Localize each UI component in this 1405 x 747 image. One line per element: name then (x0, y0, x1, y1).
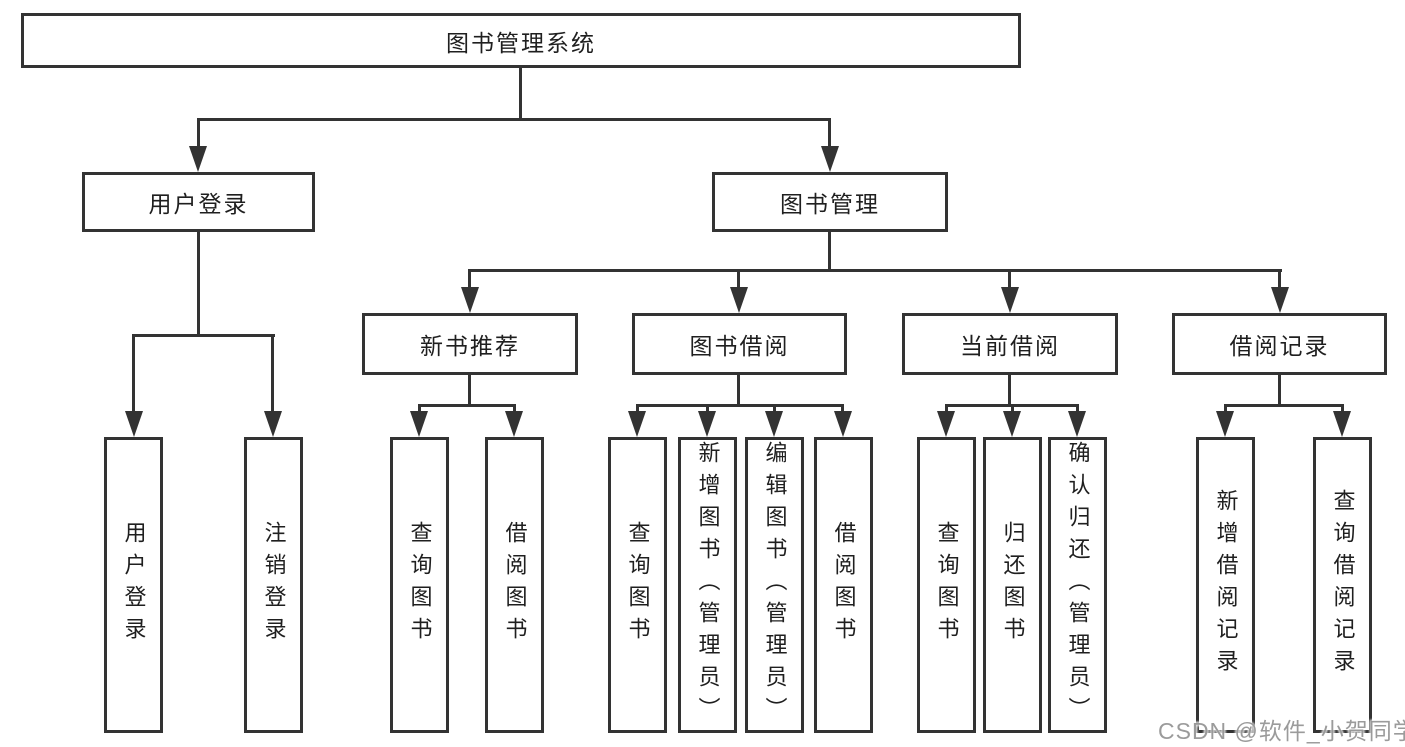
connector-line (1278, 375, 1281, 406)
arrow-down-icon (1068, 411, 1086, 437)
connector-line (945, 404, 948, 414)
connector-line (1008, 375, 1011, 406)
leaf-add-books-admin: 新增图书（管理员） (678, 437, 737, 733)
arrow-down-icon (1003, 411, 1021, 437)
connector-line (197, 118, 831, 121)
node-root-system: 图书管理系统 (21, 13, 1021, 68)
arrow-down-icon (834, 411, 852, 437)
leaf-return-books: 归还图书 (983, 437, 1042, 733)
arrow-down-icon (698, 411, 716, 437)
connector-line (519, 68, 522, 120)
connector-line (197, 232, 200, 336)
connector-line (1076, 404, 1079, 414)
leaf-query-borrow-record: 查询借阅记录 (1313, 437, 1372, 733)
connector-line (737, 375, 740, 406)
leaf-edit-books-admin: 编辑图书（管理员） (745, 437, 804, 733)
connector-line (828, 118, 831, 150)
connector-line (1008, 269, 1011, 289)
leaf-borrow-books-rec: 借阅图书 (485, 437, 544, 733)
connector-line (841, 404, 844, 414)
arrow-down-icon (628, 411, 646, 437)
connector-line (828, 232, 831, 272)
node-borrowing-records: 借阅记录 (1172, 313, 1387, 375)
connector-line (197, 118, 200, 150)
leaf-borrow-books-borrow: 借阅图书 (814, 437, 873, 733)
arrow-down-icon (410, 411, 428, 437)
arrow-down-icon (1333, 411, 1351, 437)
leaf-query-books-rec: 查询图书 (390, 437, 449, 733)
leaf-add-borrow-record: 新增借阅记录 (1196, 437, 1255, 733)
leaf-query-books-current: 查询图书 (917, 437, 976, 733)
arrow-down-icon (1001, 287, 1019, 313)
connector-line (132, 334, 135, 413)
leaf-query-books-borrow: 查询图书 (608, 437, 667, 733)
connector-line (418, 404, 516, 407)
arrow-down-icon (730, 287, 748, 313)
connector-line (1224, 404, 1227, 414)
arrow-down-icon (765, 411, 783, 437)
arrow-down-icon (461, 287, 479, 313)
connector-line (773, 404, 776, 414)
connector-line (1011, 404, 1014, 414)
arrow-down-icon (264, 411, 282, 437)
connector-line (1278, 269, 1281, 289)
arrow-down-icon (189, 146, 207, 172)
arrow-down-icon (821, 146, 839, 172)
node-book-borrowing: 图书借阅 (632, 313, 847, 375)
connector-line (513, 404, 516, 414)
arrow-down-icon (937, 411, 955, 437)
leaf-user-login: 用户登录 (104, 437, 163, 733)
connector-line (468, 269, 471, 289)
node-book-management: 图书管理 (712, 172, 948, 232)
arrow-down-icon (1271, 287, 1289, 313)
leaf-logout: 注销登录 (244, 437, 303, 733)
csdn-watermark: CSDN @软件_小贺同学 (1158, 718, 1405, 744)
connector-line (706, 404, 709, 414)
connector-line (468, 269, 1282, 272)
connector-line (132, 334, 275, 337)
arrow-down-icon (1216, 411, 1234, 437)
connector-line (737, 269, 740, 289)
connector-line (1224, 404, 1344, 407)
connector-line (418, 404, 421, 414)
node-new-book-recommend: 新书推荐 (362, 313, 578, 375)
leaf-confirm-return-admin: 确认归还（管理员） (1048, 437, 1107, 733)
arrow-down-icon (125, 411, 143, 437)
connector-line (1341, 404, 1344, 414)
connector-line (468, 375, 471, 406)
connector-line (636, 404, 639, 414)
node-current-borrowing: 当前借阅 (902, 313, 1118, 375)
connector-line (636, 404, 844, 407)
arrow-down-icon (505, 411, 523, 437)
connector-line (271, 334, 274, 413)
node-user-login: 用户登录 (82, 172, 315, 232)
